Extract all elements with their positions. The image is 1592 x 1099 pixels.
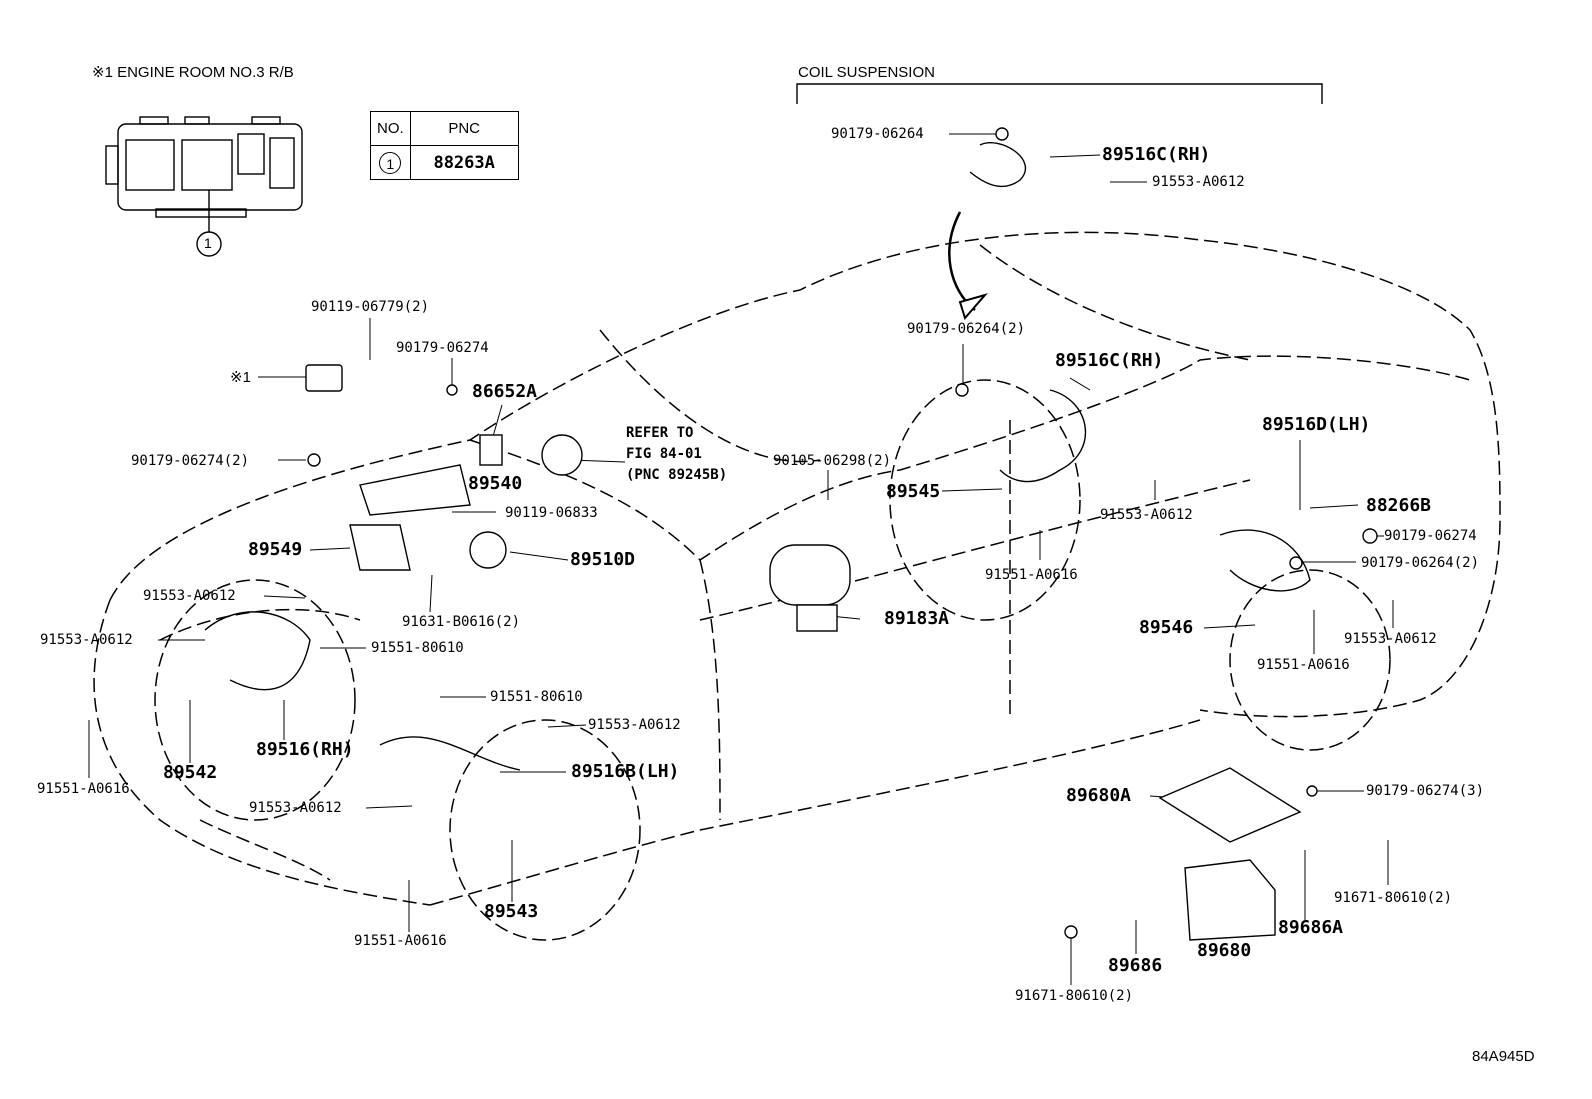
part-label: 91551-A0616 bbox=[37, 781, 130, 797]
part-label: 89516C(RH) bbox=[1102, 144, 1211, 165]
coil-inset-arrowhead bbox=[958, 293, 988, 321]
star-ref-label: ※1 bbox=[230, 369, 251, 386]
part-label: 89543 bbox=[484, 901, 539, 922]
part-label: 91551-80610 bbox=[490, 689, 583, 705]
pnc-row-no-circle: 1 bbox=[379, 151, 402, 174]
part-label: 91551-80610 bbox=[371, 640, 464, 656]
pnc-row-no: 1 bbox=[370, 145, 411, 180]
part-label: 90179-06264(2) bbox=[907, 321, 1026, 337]
part-label: 90179-06264 bbox=[831, 126, 924, 142]
part-label: 89516C(RH) bbox=[1055, 350, 1164, 371]
part-label: 91551-A0616 bbox=[1257, 657, 1350, 673]
part-label: 91553-A0612 bbox=[249, 800, 342, 816]
part-label: 86652A bbox=[472, 381, 538, 402]
part-label: 90119-06779(2) bbox=[311, 299, 430, 315]
pnc-table: NO. PNC 1 88263A bbox=[370, 111, 519, 180]
pnc-col-pnc: PNC bbox=[409, 111, 519, 146]
part-label: 91631-B0616(2) bbox=[402, 614, 521, 630]
relay-block-drawing bbox=[105, 116, 303, 232]
part-label: 89516(RH) bbox=[256, 739, 354, 760]
part-label: 91553-A0612 bbox=[588, 717, 681, 733]
part-label: 90179-06274 bbox=[1384, 528, 1477, 544]
part-label: 91553-A0612 bbox=[40, 632, 133, 648]
pnc-row-value: 88263A bbox=[409, 145, 519, 180]
refer-line-3: (PNC 89245B) bbox=[626, 467, 728, 483]
part-label: 89540 bbox=[468, 473, 523, 494]
refer-line-1: REFER TO bbox=[626, 425, 694, 441]
figure-code: 84A945D bbox=[1472, 1048, 1535, 1065]
part-label: 88266B bbox=[1366, 495, 1432, 516]
pnc-table-row: 1 88263A bbox=[370, 145, 519, 180]
car-body-outline bbox=[93, 231, 1501, 941]
part-label: 90179-06274 bbox=[396, 340, 489, 356]
part-label: 91671-80610(2) bbox=[1015, 988, 1134, 1004]
part-label: 89686A bbox=[1278, 917, 1344, 938]
part-label: 91553-A0612 bbox=[1100, 507, 1193, 523]
part-label: 90179-06264(2) bbox=[1361, 555, 1480, 571]
part-label: 91671-80610(2) bbox=[1334, 890, 1453, 906]
refer-line-2: FIG 84-01 bbox=[626, 446, 702, 462]
coil-suspension-bracket bbox=[796, 83, 1323, 104]
part-label: 89680 bbox=[1197, 940, 1252, 961]
part-label: 91553-A0612 bbox=[1152, 174, 1245, 190]
part-label: 89516D(LH) bbox=[1262, 414, 1371, 435]
callout-circle bbox=[196, 231, 222, 257]
pnc-col-no: NO. bbox=[370, 111, 411, 146]
part-label: 89549 bbox=[248, 539, 303, 560]
part-label: 89183A bbox=[884, 608, 950, 629]
part-label: 89686 bbox=[1108, 955, 1163, 976]
part-label: 89510D bbox=[570, 549, 636, 570]
coil-inset-arrow bbox=[948, 211, 976, 311]
part-label: 90119-06833 bbox=[505, 505, 598, 521]
part-label: 89542 bbox=[163, 762, 218, 783]
callout-number: 1 bbox=[204, 235, 212, 251]
pnc-table-header: NO. PNC bbox=[370, 111, 519, 146]
part-label: 91551-A0616 bbox=[985, 567, 1078, 583]
relay-block-note: ※1 ENGINE ROOM NO.3 R/B bbox=[92, 64, 294, 81]
part-label: 91553-A0612 bbox=[143, 588, 236, 604]
part-label: 91551-A0616 bbox=[354, 933, 447, 949]
part-label: 89546 bbox=[1139, 617, 1194, 638]
part-label: 89680A bbox=[1066, 785, 1132, 806]
part-label: 90179-06274(2) bbox=[131, 453, 250, 469]
coil-suspension-heading: COIL SUSPENSION bbox=[798, 64, 935, 81]
part-glyphs bbox=[204, 127, 1378, 941]
part-label: 89545 bbox=[886, 481, 941, 502]
part-label: 90179-06274(3) bbox=[1366, 783, 1485, 799]
part-label: 90105-06298(2) bbox=[773, 453, 892, 469]
part-label: 91553-A0612 bbox=[1344, 631, 1437, 647]
part-label: 89516B(LH) bbox=[571, 761, 680, 782]
